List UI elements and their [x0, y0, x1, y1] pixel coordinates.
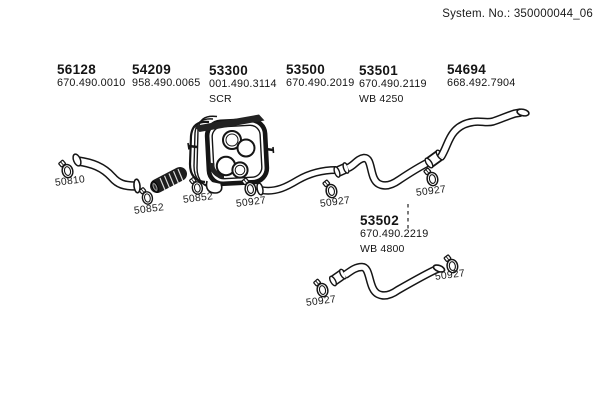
muffler-53300 [187, 114, 275, 194]
part-number: 53502 [360, 213, 400, 228]
part-label-53500: 53500 670.490.2019 [286, 62, 354, 90]
part-label-54209: 54209 958.490.0065 [132, 62, 200, 90]
part-number: 54209 [132, 62, 172, 77]
pipe-53501 [346, 153, 431, 190]
pipe-53500 [256, 166, 337, 196]
pipe-54694 [424, 108, 530, 169]
part-number: 56128 [57, 62, 97, 77]
part-note: WB 4250 [359, 93, 404, 105]
pipe-53502 [328, 262, 446, 300]
part-label-54694: 54694 668.492.7904 [447, 62, 515, 90]
system-number: System. No.: 350000044_06 [442, 8, 593, 20]
hose-clamp-50927-icon [422, 165, 440, 188]
part-code: 670.490.2019 [286, 77, 355, 89]
part-number: 53500 [286, 62, 326, 77]
part-number: 54694 [447, 62, 487, 77]
part-code: 670.490.0010 [57, 77, 126, 89]
part-label-53300: 53300 001.490.3114 SCR [209, 63, 277, 106]
part-code: 001.490.3114 [209, 78, 277, 90]
part-number: 53300 [209, 63, 249, 78]
part-label-56128: 56128 670.490.0010 [57, 62, 125, 90]
part-code: 668.492.7904 [447, 77, 516, 89]
part-label-53501: 53501 670.490.2119 WB 4250 [359, 63, 427, 106]
part-label-53502: 53502 670.490.2219 WB 4800 [360, 213, 428, 256]
joint-sleeve [333, 162, 350, 178]
part-note: WB 4800 [360, 243, 405, 255]
part-code: 670.490.2219 [360, 228, 429, 240]
flex-pipe-54209 [150, 167, 187, 193]
part-code: 670.490.2119 [359, 78, 427, 90]
part-note: SCR [209, 93, 232, 105]
part-number: 53501 [359, 63, 399, 78]
pipe-56128 [72, 153, 141, 194]
part-code: 958.490.0065 [132, 77, 201, 89]
